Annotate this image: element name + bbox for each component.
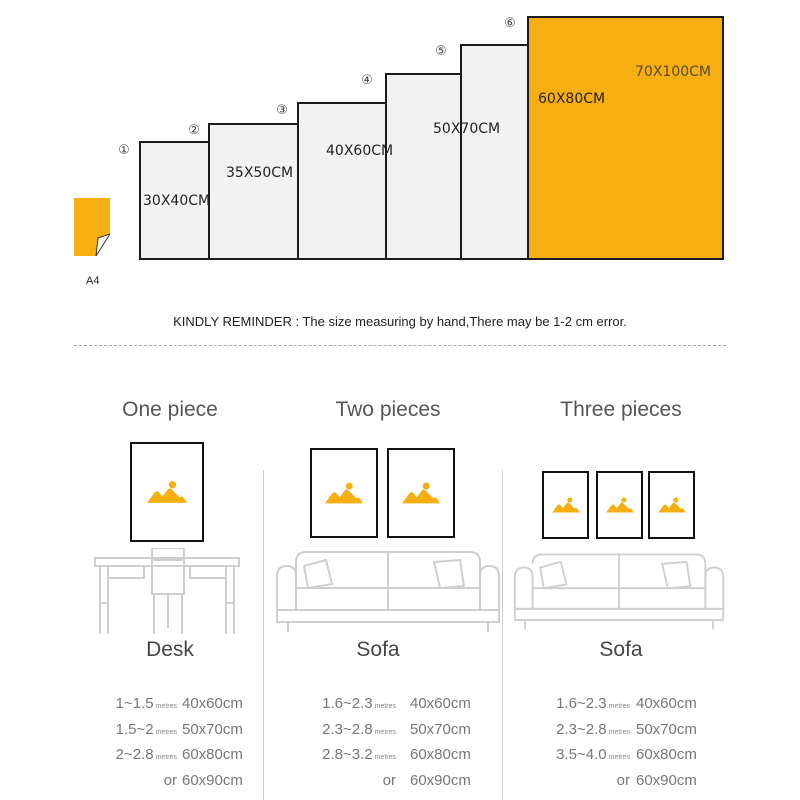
caption-sofa-three: Sofa <box>599 638 643 661</box>
poster-size: 60x90cm <box>182 771 243 789</box>
dashed-divider <box>74 345 726 346</box>
size-label-2: 35X50CM <box>226 165 294 181</box>
desk-icon <box>94 548 240 634</box>
landscape-icon <box>402 483 440 504</box>
distance-range: 2.3~2.8 <box>556 720 607 738</box>
a4-sheet-icon <box>74 198 110 256</box>
poster-size: 60x80cm <box>636 746 697 763</box>
unit-label: metres <box>608 728 630 736</box>
frame-size-2 <box>208 123 308 260</box>
poster-two-pieces-1 <box>310 448 378 538</box>
frame-size-6 <box>527 16 724 260</box>
landscape-icon <box>552 498 580 513</box>
group-title-two-pieces: Two pieces <box>335 398 441 421</box>
size-number-6: ⑥ <box>504 16 516 31</box>
poster-three-pieces-1 <box>542 471 589 539</box>
size-label-4: 50X70CM <box>433 121 501 137</box>
table-row: or 60x90cm <box>70 772 260 798</box>
distance-range: 2~2.8 <box>115 746 154 763</box>
size-label-3: 40X60CM <box>326 143 394 159</box>
size-number-1: ① <box>118 143 130 158</box>
distance-range: 3.5~4.0 <box>556 746 607 763</box>
poster-two-pieces-2 <box>387 448 455 538</box>
landscape-icon <box>147 481 187 503</box>
poster-size: 60x90cm <box>636 771 697 789</box>
poster-size: 50x70cm <box>410 720 471 738</box>
size-label-1: 30X40CM <box>143 193 211 209</box>
distance-range: 2.8~3.2 <box>322 746 373 763</box>
distance-range: 1~1.5 <box>115 695 154 712</box>
frame-size-1 <box>139 141 219 260</box>
column-divider-right <box>502 470 503 800</box>
a4-label: A4 <box>86 275 100 287</box>
distance-range: 2.3~2.8 <box>322 720 373 738</box>
distance-range: 1.5~2 <box>115 720 154 738</box>
size-label-6: 70X100CM <box>635 64 711 80</box>
distance-range: 1.6~2.3 <box>556 695 607 712</box>
sofa-icon <box>513 553 725 630</box>
unit-label: metres <box>608 754 630 761</box>
caption-desk: Desk <box>146 638 194 661</box>
size-number-4: ④ <box>361 73 373 88</box>
poster-three-pieces-3 <box>648 471 695 539</box>
poster-size: 50x70cm <box>182 720 243 738</box>
frame-size-3 <box>297 102 387 260</box>
table-row: or 60x90cm <box>288 772 488 798</box>
unit-label: metres <box>374 754 396 761</box>
poster-size: 50x70cm <box>636 720 697 738</box>
unit-label: metres <box>155 728 177 736</box>
size-number-2: ② <box>188 123 200 138</box>
kindly-reminder-note: KINDLY REMINDER : The size measuring by … <box>173 314 627 329</box>
poster-three-pieces-2 <box>596 471 643 539</box>
poster-one-piece <box>130 442 204 542</box>
group-title-one-piece: One piece <box>122 398 218 421</box>
distance-range: or <box>163 771 177 789</box>
landscape-icon <box>606 498 634 513</box>
size-number-3: ③ <box>276 103 288 118</box>
poster-size: 40x60cm <box>636 695 697 712</box>
landscape-icon <box>658 498 686 513</box>
table-row: or 60x90cm <box>522 772 722 798</box>
size-number-5: ⑤ <box>435 44 447 59</box>
poster-size: 40x60cm <box>410 695 471 712</box>
poster-size: 60x90cm <box>410 771 471 789</box>
distance-range: or <box>382 771 396 789</box>
distance-range: 1.6~2.3 <box>322 695 373 712</box>
caption-sofa-two: Sofa <box>356 638 400 661</box>
unit-label: metres <box>374 703 396 710</box>
sofa-icon <box>276 551 500 632</box>
column-divider-left <box>263 470 264 800</box>
landscape-icon <box>325 483 363 504</box>
distance-range: or <box>616 771 630 789</box>
poster-size: 40x60cm <box>182 695 243 712</box>
group-title-three-pieces: Three pieces <box>560 398 682 421</box>
poster-size: 60x80cm <box>410 746 471 763</box>
unit-label: metres <box>155 703 177 710</box>
unit-label: metres <box>608 703 630 710</box>
unit-label: metres <box>374 728 396 736</box>
size-label-5: 60X80CM <box>538 91 606 107</box>
poster-size: 60x80cm <box>182 746 243 763</box>
unit-label: metres <box>155 754 177 761</box>
